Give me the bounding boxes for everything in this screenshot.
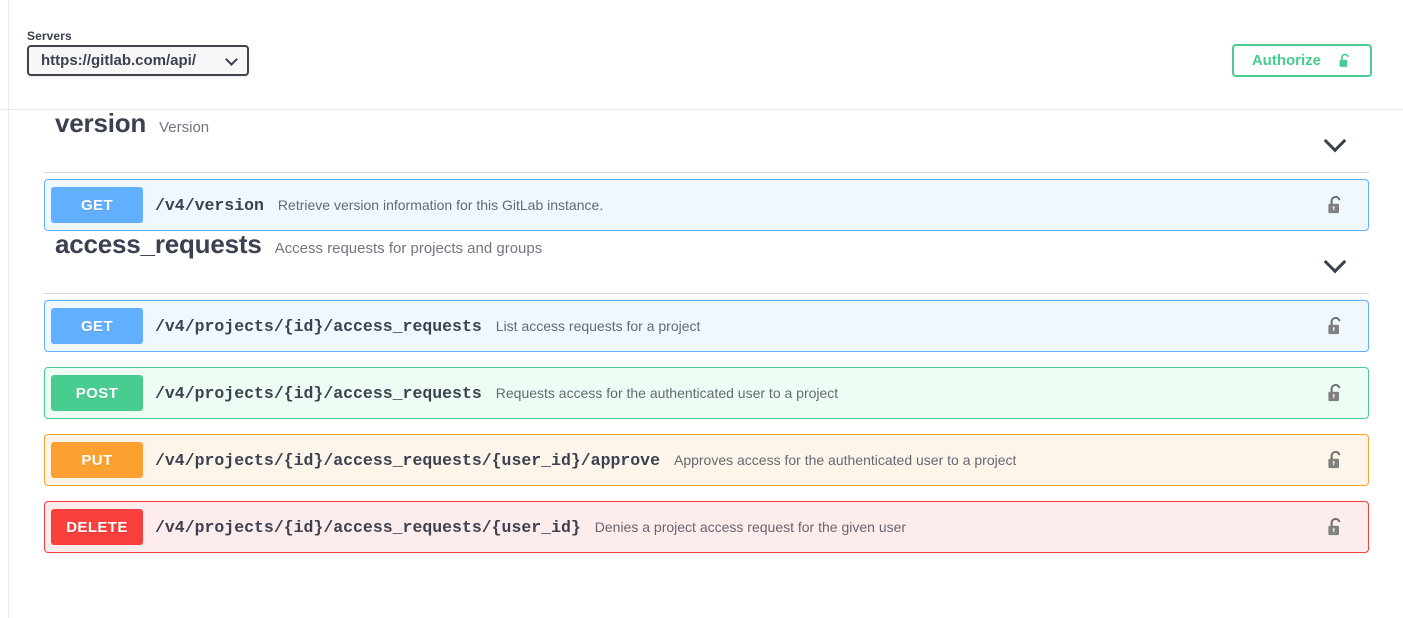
authorize-wrapper: Authorize [1231,44,1372,77]
authorize-button[interactable]: Authorize [1231,44,1372,77]
operation-row-get[interactable]: GET/v4/projects/{id}/access_requests List… [44,300,1369,352]
operation-row-delete[interactable]: DELETE/v4/projects/{id}/access_requests/… [44,501,1369,553]
tag-name: version [55,108,147,138]
chevron-down-icon [225,52,238,66]
operation-path: /v4/projects/{id}/access_requests/{user_… [155,517,581,537]
method-badge: POST [51,375,143,411]
tag-divider [44,293,1369,294]
unlock-icon[interactable] [1326,450,1346,470]
authorize-button-label: Authorize [1251,52,1321,69]
tag-description: Version [159,119,210,136]
operation-summary: List access requests for a project [495,318,701,334]
operation-summary: Denies a project access request for the … [594,519,907,535]
method-badge: DELETE [51,509,143,545]
unlock-icon[interactable] [1326,517,1346,537]
tag-section-access_requests: access_requests Access requests for proje… [41,231,1372,553]
operation-path: /v4/projects/{id}/access_requests/{user_… [155,450,660,470]
operation-path: /v4/projects/{id}/access_requests [155,316,482,336]
operation-summary: Requests access for the authenticated us… [495,385,839,401]
tag-header-version[interactable]: version Version [41,110,1372,172]
operation-path: /v4/version [155,195,264,215]
operation-row-post[interactable]: POST/v4/projects/{id}/access_requests Req… [44,367,1369,419]
unlock-icon[interactable] [1326,195,1346,215]
servers-label: Servers [27,29,72,43]
tag-name: access_requests [55,229,262,259]
servers-block: Servers https://gitlab.com/api/ [27,29,249,76]
left-border-rule [8,0,9,618]
operation-row-put[interactable]: PUT/v4/projects/{id}/access_requests/{us… [44,434,1369,486]
unlock-icon[interactable] [1326,316,1346,336]
chevron-down-icon[interactable] [1326,253,1342,269]
tag-divider [44,172,1369,173]
chevron-down-icon[interactable] [1326,132,1342,148]
server-select[interactable]: https://gitlab.com/api/ [27,45,249,76]
operation-summary: Approves access for the authenticated us… [673,452,1017,468]
method-badge: GET [51,308,143,344]
operation-summary: Retrieve version information for this Gi… [277,197,604,213]
tag-header-access_requests[interactable]: access_requests Access requests for proje… [41,231,1372,293]
scheme-container: Servers https://gitlab.com/api/ Authoriz… [0,0,1403,110]
unlock-icon [1339,53,1349,67]
operation-row-get[interactable]: GET/v4/version Retrieve version informati… [44,179,1369,231]
unlock-icon[interactable] [1326,383,1346,403]
tag-description: Access requests for projects and groups [274,240,543,257]
server-select-value: https://gitlab.com/api/ [41,52,197,69]
method-badge: GET [51,187,143,223]
method-badge: PUT [51,442,143,478]
operation-path: /v4/projects/{id}/access_requests [155,383,482,403]
